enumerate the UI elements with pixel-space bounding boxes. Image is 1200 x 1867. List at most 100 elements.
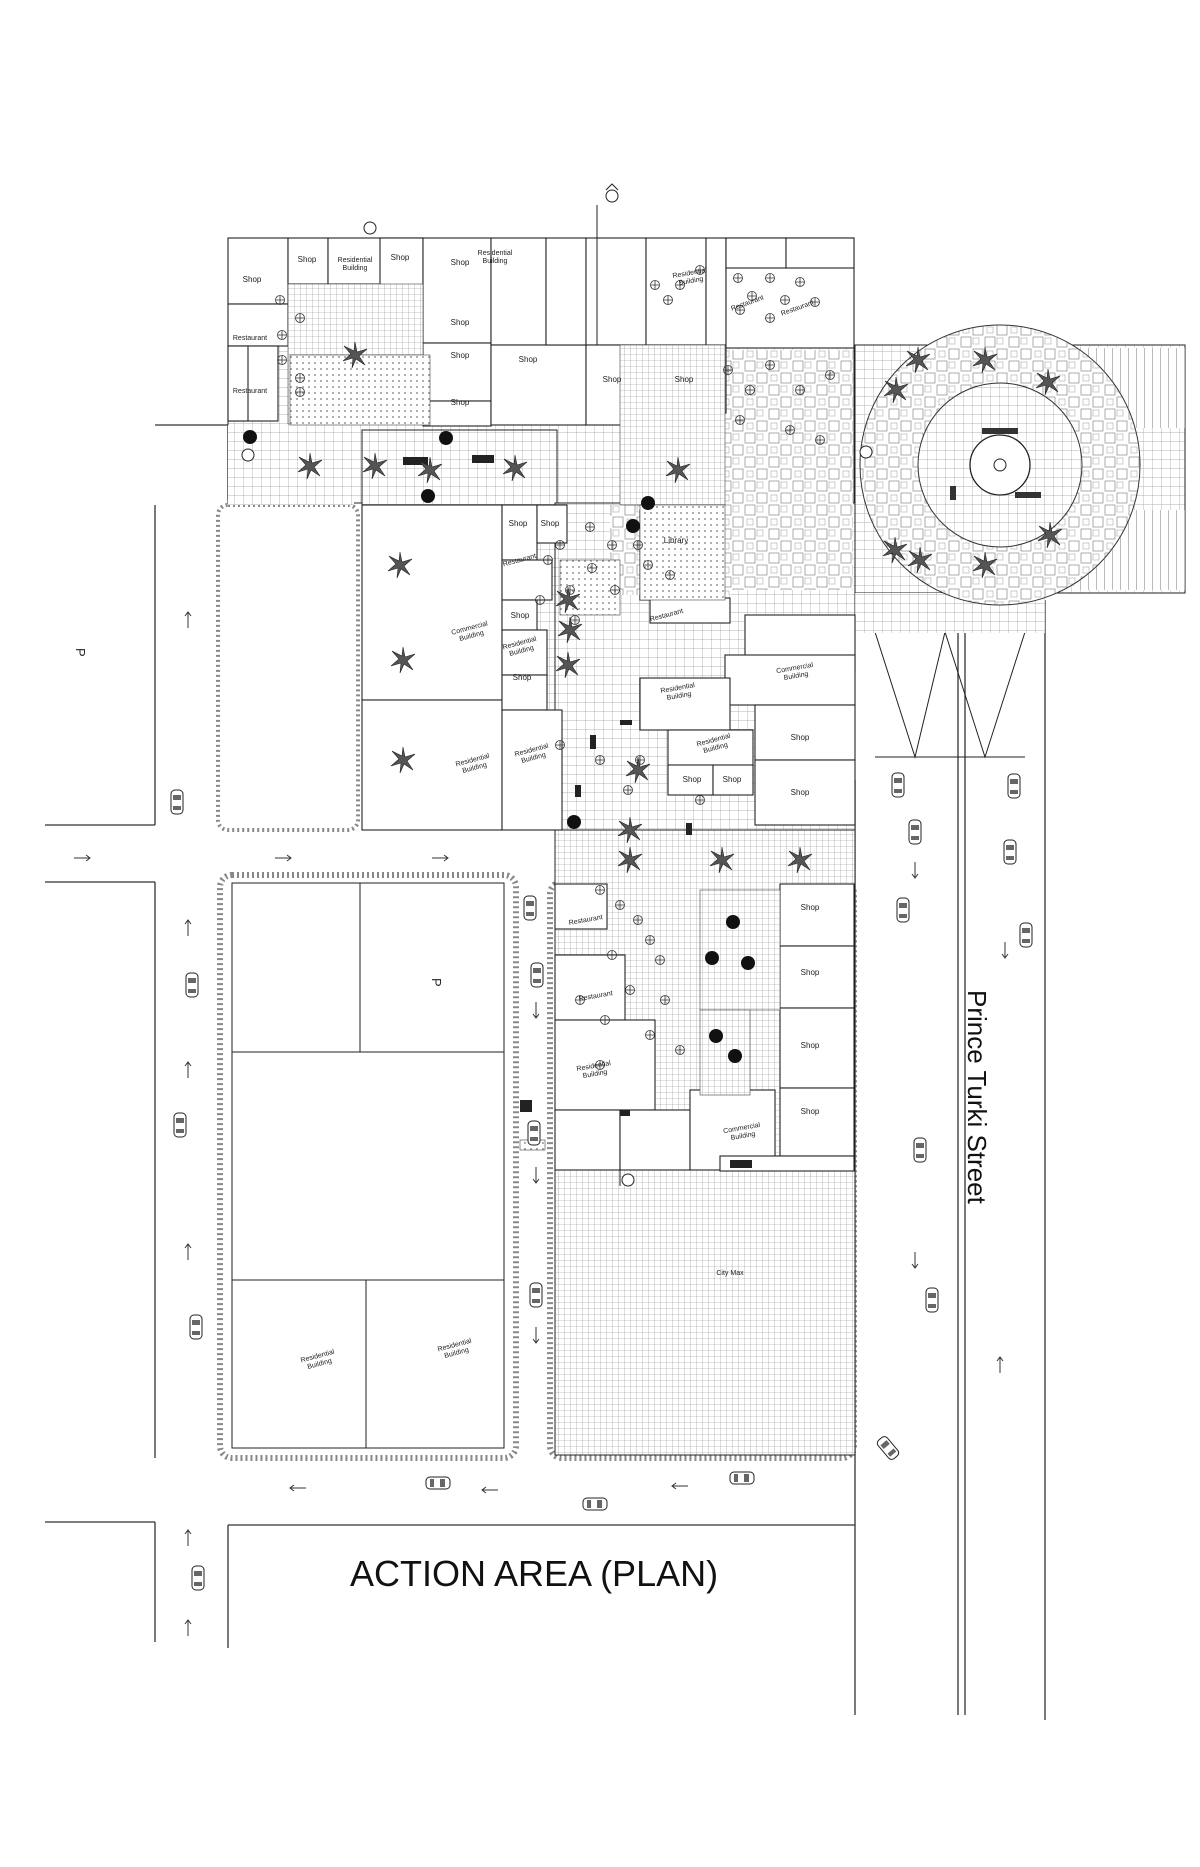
stair-details (403, 455, 752, 1168)
direction-arrow-icon (184, 1243, 192, 1260)
tree-icon (726, 915, 740, 929)
flower-icon (733, 273, 743, 283)
flower-icon (607, 540, 617, 550)
flower-icon (765, 360, 775, 370)
label-shop: Shop (801, 1107, 820, 1116)
label-shop: Shop (519, 355, 538, 364)
label-shop: Shop (791, 788, 810, 797)
tree-icon (709, 1029, 723, 1043)
car-icon (925, 1287, 939, 1313)
direction-arrow-icon (184, 611, 192, 628)
flower-icon (665, 570, 675, 580)
flower-icon (723, 365, 733, 375)
flower-icon (623, 785, 633, 795)
flower-icon (610, 585, 620, 595)
car-icon (908, 819, 922, 845)
direction-arrow-icon (911, 862, 919, 879)
direction-arrow-icon (275, 854, 292, 862)
flower-icon (785, 425, 795, 435)
flower-icon (795, 385, 805, 395)
section-marker-icon (241, 183, 873, 1187)
label-shop: Shop (513, 673, 532, 682)
flower-icon (555, 540, 565, 550)
label-city_max: City Max (716, 1270, 744, 1277)
car-icon (891, 772, 905, 798)
car-icon (527, 1120, 541, 1146)
flower-icon (295, 313, 305, 323)
flower-icon (587, 563, 597, 573)
flower-icon (600, 1015, 610, 1025)
label-shop: Shop (509, 519, 528, 528)
flower-icon (655, 955, 665, 965)
flower-icon (535, 595, 545, 605)
label-shop: Shop (675, 375, 694, 384)
flower-icon (643, 560, 653, 570)
car-icon (170, 789, 184, 815)
flower-icon (633, 915, 643, 925)
label-shop: Shop (243, 275, 262, 284)
flower-icon (663, 295, 673, 305)
flower-icon (735, 415, 745, 425)
direction-arrow-icon (184, 1061, 192, 1078)
flower-icon (635, 755, 645, 765)
label-shop: Shop (451, 351, 470, 360)
label-shop: Shop (603, 375, 622, 384)
direction-arrow-icon (671, 1482, 688, 1490)
flower-icon (815, 435, 825, 445)
flower-icon (595, 885, 605, 895)
tree-icon (741, 956, 755, 970)
courtyard-texture (289, 354, 431, 426)
label-shop: Shop (541, 519, 560, 528)
label-shop: Shop (511, 611, 530, 620)
flower-icon (765, 313, 775, 323)
direction-arrow-icon (996, 1356, 1004, 1373)
label-shop: Shop (451, 398, 470, 407)
flower-icon (570, 615, 580, 625)
tree-icon (728, 1049, 742, 1063)
flower-icon (277, 355, 287, 365)
flower-icon (555, 740, 565, 750)
buildings-lower (554, 883, 855, 1172)
flower-icon (277, 330, 287, 340)
car-icon (173, 1112, 187, 1138)
flower-icon (625, 985, 635, 995)
car-icon (530, 962, 544, 988)
label-shop: Shop (801, 903, 820, 912)
label-shop: Shop (723, 775, 742, 784)
car-icon (189, 1314, 203, 1340)
flower-icon (825, 370, 835, 380)
direction-arrow-icon (289, 1484, 306, 1492)
flower-icon (615, 900, 625, 910)
tree-icon (439, 431, 453, 445)
courtyard-texture (639, 504, 726, 601)
label-shop: Shop (451, 318, 470, 327)
flower-icon (660, 995, 670, 1005)
car-icon (191, 1565, 205, 1591)
flower-icon (595, 755, 605, 765)
label-library: Library (664, 536, 688, 545)
flower-icon (633, 540, 643, 550)
parking-marker-center: P (429, 978, 444, 987)
flower-icon (780, 295, 790, 305)
direction-arrow-icon (911, 1252, 919, 1269)
textured-courtyards (287, 283, 781, 1151)
flower-icon (295, 373, 305, 383)
flower-icon (645, 1030, 655, 1040)
courtyard-texture (699, 1009, 751, 1096)
plan-title: ACTION AREA (PLAN) (350, 1553, 718, 1594)
tree-icons (243, 430, 755, 1063)
flower-icon (295, 387, 305, 397)
parking-block-lower-left (231, 882, 505, 1449)
street-name-label: Prince Turki Street (962, 990, 992, 1205)
label-restaurant: Restaurant (233, 388, 267, 395)
direction-arrow-icons (74, 611, 1009, 1636)
label-shop: Shop (801, 1041, 820, 1050)
parking-marker-left: P (73, 648, 88, 657)
car-icon (729, 1471, 755, 1485)
label-shop: Shop (801, 968, 820, 977)
roundabout-plaza (859, 324, 1141, 606)
flower-icon (645, 935, 655, 945)
tree-icon (243, 430, 257, 444)
